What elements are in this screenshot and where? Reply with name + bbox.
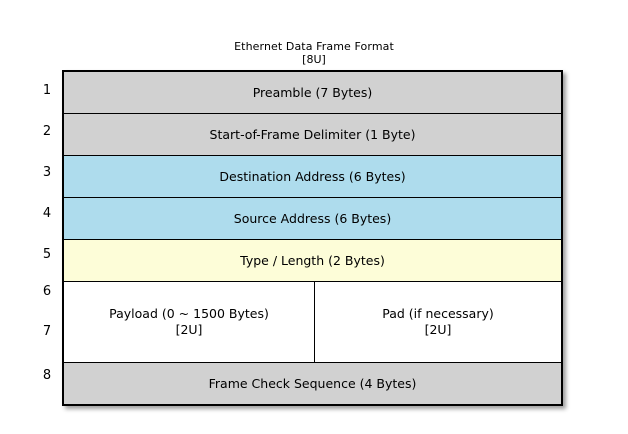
field-label: Type / Length (2 Bytes)	[240, 252, 385, 268]
field-label: Payload (0 ~ 1500 Bytes)	[109, 306, 269, 321]
table-row: Preamble (7 Bytes)	[62, 70, 563, 114]
field-cell-sfd: Start-of-Frame Delimiter (1 Byte)	[62, 113, 563, 156]
field-cell-destination-address: Destination Address (6 Bytes)	[62, 155, 563, 198]
row-number-7: 7	[42, 324, 52, 339]
page-subtitle: [8U]	[302, 53, 326, 66]
table-row: Source Address (6 Bytes)	[62, 197, 563, 240]
row-number-5: 5	[42, 247, 52, 262]
row-number-1: 1	[42, 83, 52, 98]
field-cell-pad: Pad (if necessary) [2U]	[314, 281, 563, 363]
row-number-2: 2	[42, 124, 52, 139]
row-number-4: 4	[42, 206, 52, 221]
field-label: Start-of-Frame Delimiter (1 Byte)	[209, 126, 416, 142]
table-row: Type / Length (2 Bytes)	[62, 239, 563, 282]
field-cell-type-length: Type / Length (2 Bytes)	[62, 239, 563, 282]
table-row: Start-of-Frame Delimiter (1 Byte)	[62, 113, 563, 156]
field-label: Preamble (7 Bytes)	[252, 84, 373, 100]
field-cell-preamble: Preamble (7 Bytes)	[62, 70, 563, 114]
field-label: Source Address (6 Bytes)	[233, 210, 392, 226]
field-cell-frame-check-sequence: Frame Check Sequence (4 Bytes)	[62, 362, 563, 406]
row-number-8: 8	[42, 368, 52, 383]
diagram-title-block: Ethernet Data Frame Format [8U]	[0, 40, 628, 66]
field-label: Frame Check Sequence (4 Bytes)	[208, 375, 417, 391]
field-label: Destination Address (6 Bytes)	[219, 168, 406, 184]
field-unit: [2U]	[424, 322, 452, 337]
row-number-6: 6	[42, 284, 52, 299]
table-row: Destination Address (6 Bytes)	[62, 155, 563, 198]
field-unit: [2U]	[175, 322, 203, 337]
table-row: Frame Check Sequence (4 Bytes)	[62, 362, 563, 406]
row-number-3: 3	[42, 165, 52, 180]
page-title: Ethernet Data Frame Format	[234, 40, 394, 53]
field-cell-payload: Payload (0 ~ 1500 Bytes) [2U]	[62, 281, 315, 363]
frame-field-table: Preamble (7 Bytes) Start-of-Frame Delimi…	[62, 70, 563, 406]
field-cell-source-address: Source Address (6 Bytes)	[62, 197, 563, 240]
field-label: Pad (if necessary)	[382, 306, 494, 321]
table-row: Payload (0 ~ 1500 Bytes) [2U] Pad (if ne…	[62, 281, 563, 363]
